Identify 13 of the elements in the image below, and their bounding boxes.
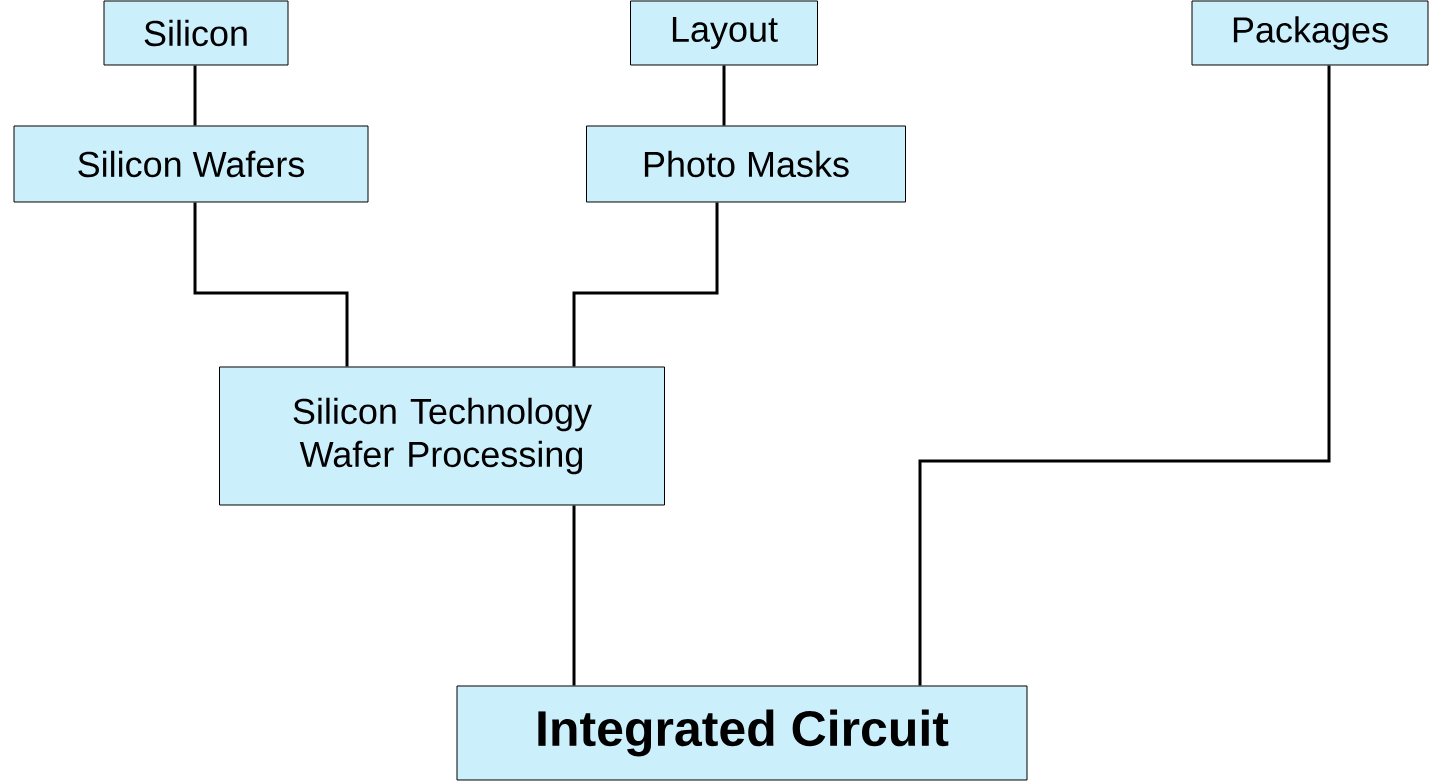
connector-line bbox=[572, 202, 719, 367]
connector-line bbox=[193, 202, 349, 367]
process-box: Layout bbox=[630, 0, 818, 66]
process-box: Photo Masks bbox=[586, 125, 906, 203]
process-box: Silicon Wafers bbox=[13, 125, 369, 203]
process-box: Silicon Technology Wafer Processing bbox=[219, 366, 665, 506]
connector-line bbox=[918, 65, 1331, 686]
process-box: Integrated Circuit bbox=[456, 685, 1028, 781]
connector-line bbox=[572, 505, 576, 686]
connector-line bbox=[722, 65, 726, 126]
connector-line bbox=[193, 65, 197, 126]
process-box: Packages bbox=[1191, 0, 1429, 66]
process-box: Silicon bbox=[103, 0, 289, 66]
